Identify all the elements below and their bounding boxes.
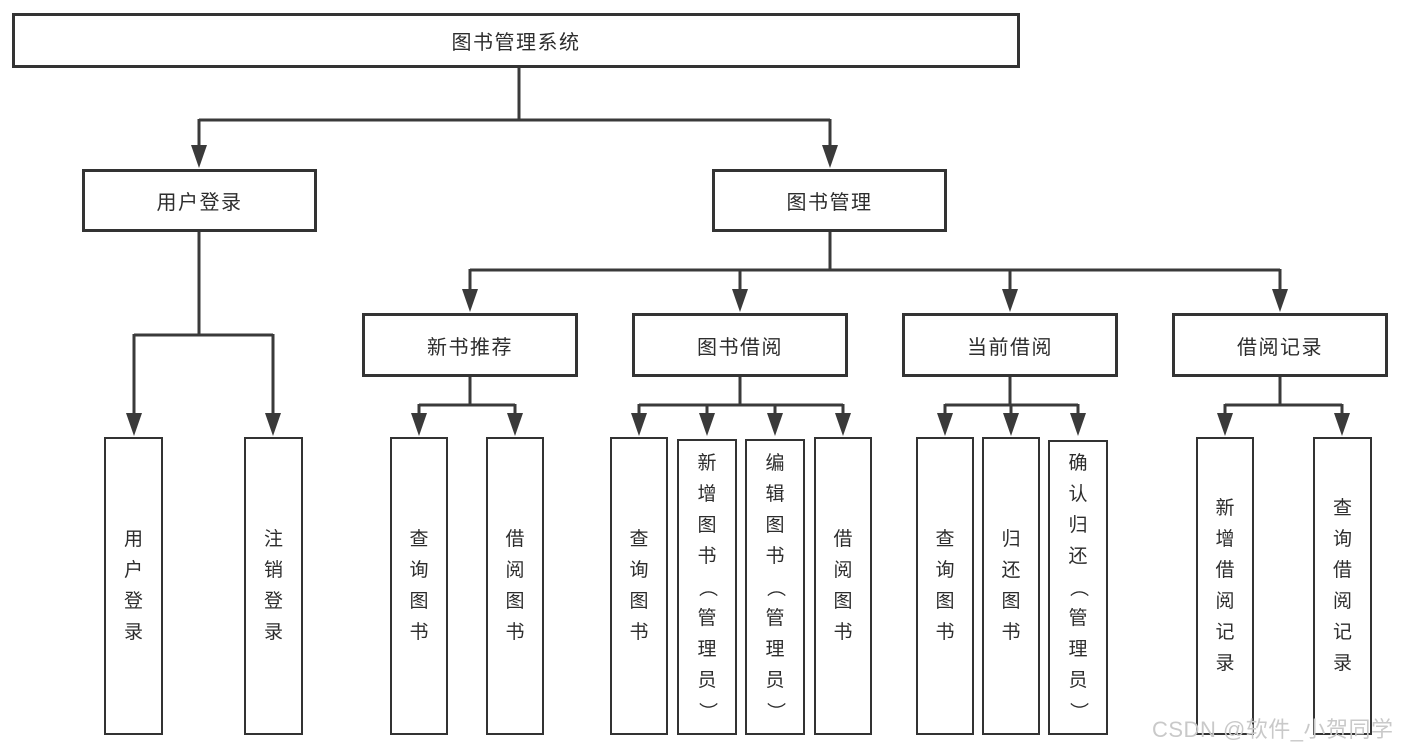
leaf-logout: 注销登录 <box>244 437 303 735</box>
leaf-query-books-current: 查询图书 <box>916 437 974 735</box>
leaf-confirm-return-admin: 确认归还（管理员） <box>1048 440 1108 735</box>
leaf-borrow-books-recommend: 借阅图书 <box>486 437 544 735</box>
node-borrow-records: 借阅记录 <box>1172 313 1388 377</box>
leaf-edit-book-admin: 编辑图书（管理员） <box>745 439 805 735</box>
leaf-borrow-books: 借阅图书 <box>814 437 872 735</box>
leaf-query-borrow-record: 查询借阅记录 <box>1313 437 1372 735</box>
node-user-login: 用户登录 <box>82 169 317 232</box>
node-current-borrow: 当前借阅 <box>902 313 1118 377</box>
node-book-borrow: 图书借阅 <box>632 313 848 377</box>
node-new-book-recommend: 新书推荐 <box>362 313 578 377</box>
leaf-add-borrow-record: 新增借阅记录 <box>1196 437 1254 735</box>
leaf-add-book-admin: 新增图书（管理员） <box>677 439 737 735</box>
leaf-query-books-recommend: 查询图书 <box>390 437 448 735</box>
leaf-user-login: 用户登录 <box>104 437 163 735</box>
leaf-query-books-borrow: 查询图书 <box>610 437 668 735</box>
leaf-return-books: 归还图书 <box>982 437 1040 735</box>
arrowheads <box>126 145 1350 436</box>
csdn-watermark: CSDN @软件_小贺同学 <box>1152 717 1394 742</box>
node-book-management-system: 图书管理系统 <box>12 13 1020 68</box>
node-book-management: 图书管理 <box>712 169 947 232</box>
